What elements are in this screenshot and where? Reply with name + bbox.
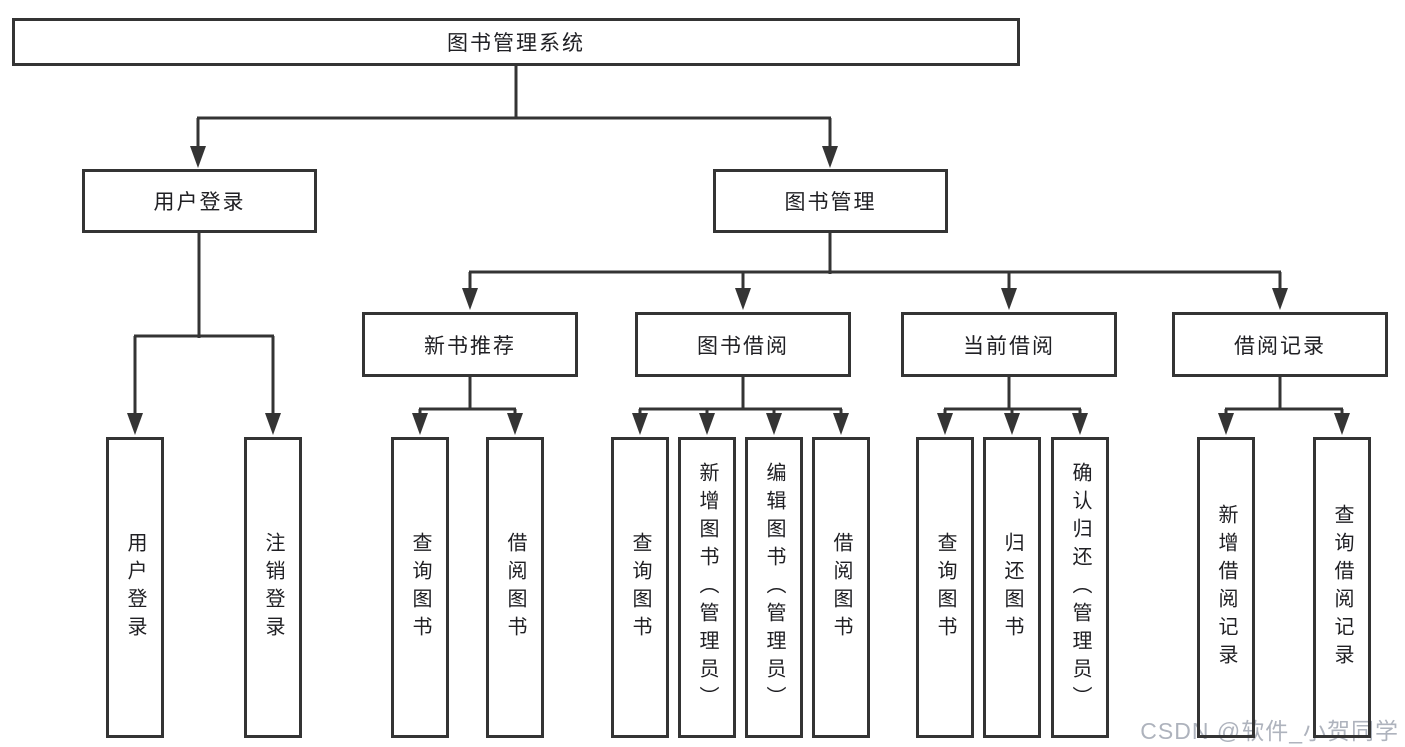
arrowhead-icon	[937, 413, 953, 435]
arrowhead-icon	[699, 413, 715, 435]
node-label: 借阅图书	[830, 531, 852, 644]
arrowhead-icon	[127, 413, 143, 435]
arrowhead-icon	[1218, 413, 1234, 435]
node-group-new-book-recommend: 新书推荐	[362, 312, 578, 377]
arrowhead-icon	[507, 413, 523, 435]
arrowhead-icon	[1004, 413, 1020, 435]
node-user-login-leaf: 用户登录	[106, 437, 164, 738]
node-label: 图书管理	[784, 191, 877, 214]
node-label: 注销登录	[262, 531, 284, 644]
node-label: 查询图书	[934, 531, 956, 644]
arrowhead-icon	[265, 413, 281, 435]
node-root: 图书管理系统	[12, 18, 1020, 66]
node-query-books-1: 查询图书	[391, 437, 449, 738]
node-label: 用户登录	[153, 191, 246, 214]
node-label: 新增图书（管理员）	[696, 461, 718, 714]
node-label: 新增借阅记录	[1215, 503, 1237, 672]
node-book-management: 图书管理	[713, 169, 948, 233]
arrowhead-icon	[766, 413, 782, 435]
arrowhead-icon	[1272, 288, 1288, 310]
node-query-books-3: 查询图书	[916, 437, 974, 738]
arrowhead-icon	[462, 288, 478, 310]
node-add-borrow-record: 新增借阅记录	[1197, 437, 1255, 738]
node-query-borrow-record: 查询借阅记录	[1313, 437, 1371, 738]
arrowhead-icon	[822, 146, 838, 168]
node-confirm-return-admin: 确认归还（管理员）	[1051, 437, 1109, 738]
node-label: 查询图书	[629, 531, 651, 644]
node-label: 图书借阅	[697, 334, 789, 358]
arrowhead-icon	[1334, 413, 1350, 435]
node-borrow-books-2: 借阅图书	[812, 437, 870, 738]
node-borrow-books-1: 借阅图书	[486, 437, 544, 738]
node-add-book-admin: 新增图书（管理员）	[678, 437, 736, 738]
arrowhead-icon	[735, 288, 751, 310]
connector-lines	[133, 64, 1344, 415]
arrowhead-icon	[632, 413, 648, 435]
node-label: 借阅图书	[504, 531, 526, 644]
node-label: 借阅记录	[1234, 334, 1326, 358]
node-label: 新书推荐	[424, 334, 516, 358]
node-logout-leaf: 注销登录	[244, 437, 302, 738]
arrowhead-icon	[1072, 413, 1088, 435]
arrowhead-icon	[1001, 288, 1017, 310]
node-group-current-borrow: 当前借阅	[901, 312, 1117, 377]
node-root-label: 图书管理系统	[447, 32, 585, 55]
node-label: 编辑图书（管理员）	[763, 461, 785, 714]
node-return-book: 归还图书	[983, 437, 1041, 738]
arrowhead-icon	[190, 146, 206, 168]
node-edit-book-admin: 编辑图书（管理员）	[745, 437, 803, 738]
node-label: 用户登录	[124, 531, 146, 644]
node-label: 确认归还（管理员）	[1069, 461, 1091, 714]
arrowhead-icon	[833, 413, 849, 435]
node-label: 查询借阅记录	[1331, 503, 1353, 672]
arrowhead-icon	[412, 413, 428, 435]
node-label: 当前借阅	[963, 334, 1055, 358]
node-group-book-borrow: 图书借阅	[635, 312, 851, 377]
node-label: 查询图书	[409, 531, 431, 644]
node-label: 归还图书	[1001, 531, 1023, 644]
watermark: CSDN @软件_小贺同学	[1140, 718, 1399, 744]
node-query-books-2: 查询图书	[611, 437, 669, 738]
node-user-login: 用户登录	[82, 169, 317, 233]
node-group-borrow-records: 借阅记录	[1172, 312, 1388, 377]
